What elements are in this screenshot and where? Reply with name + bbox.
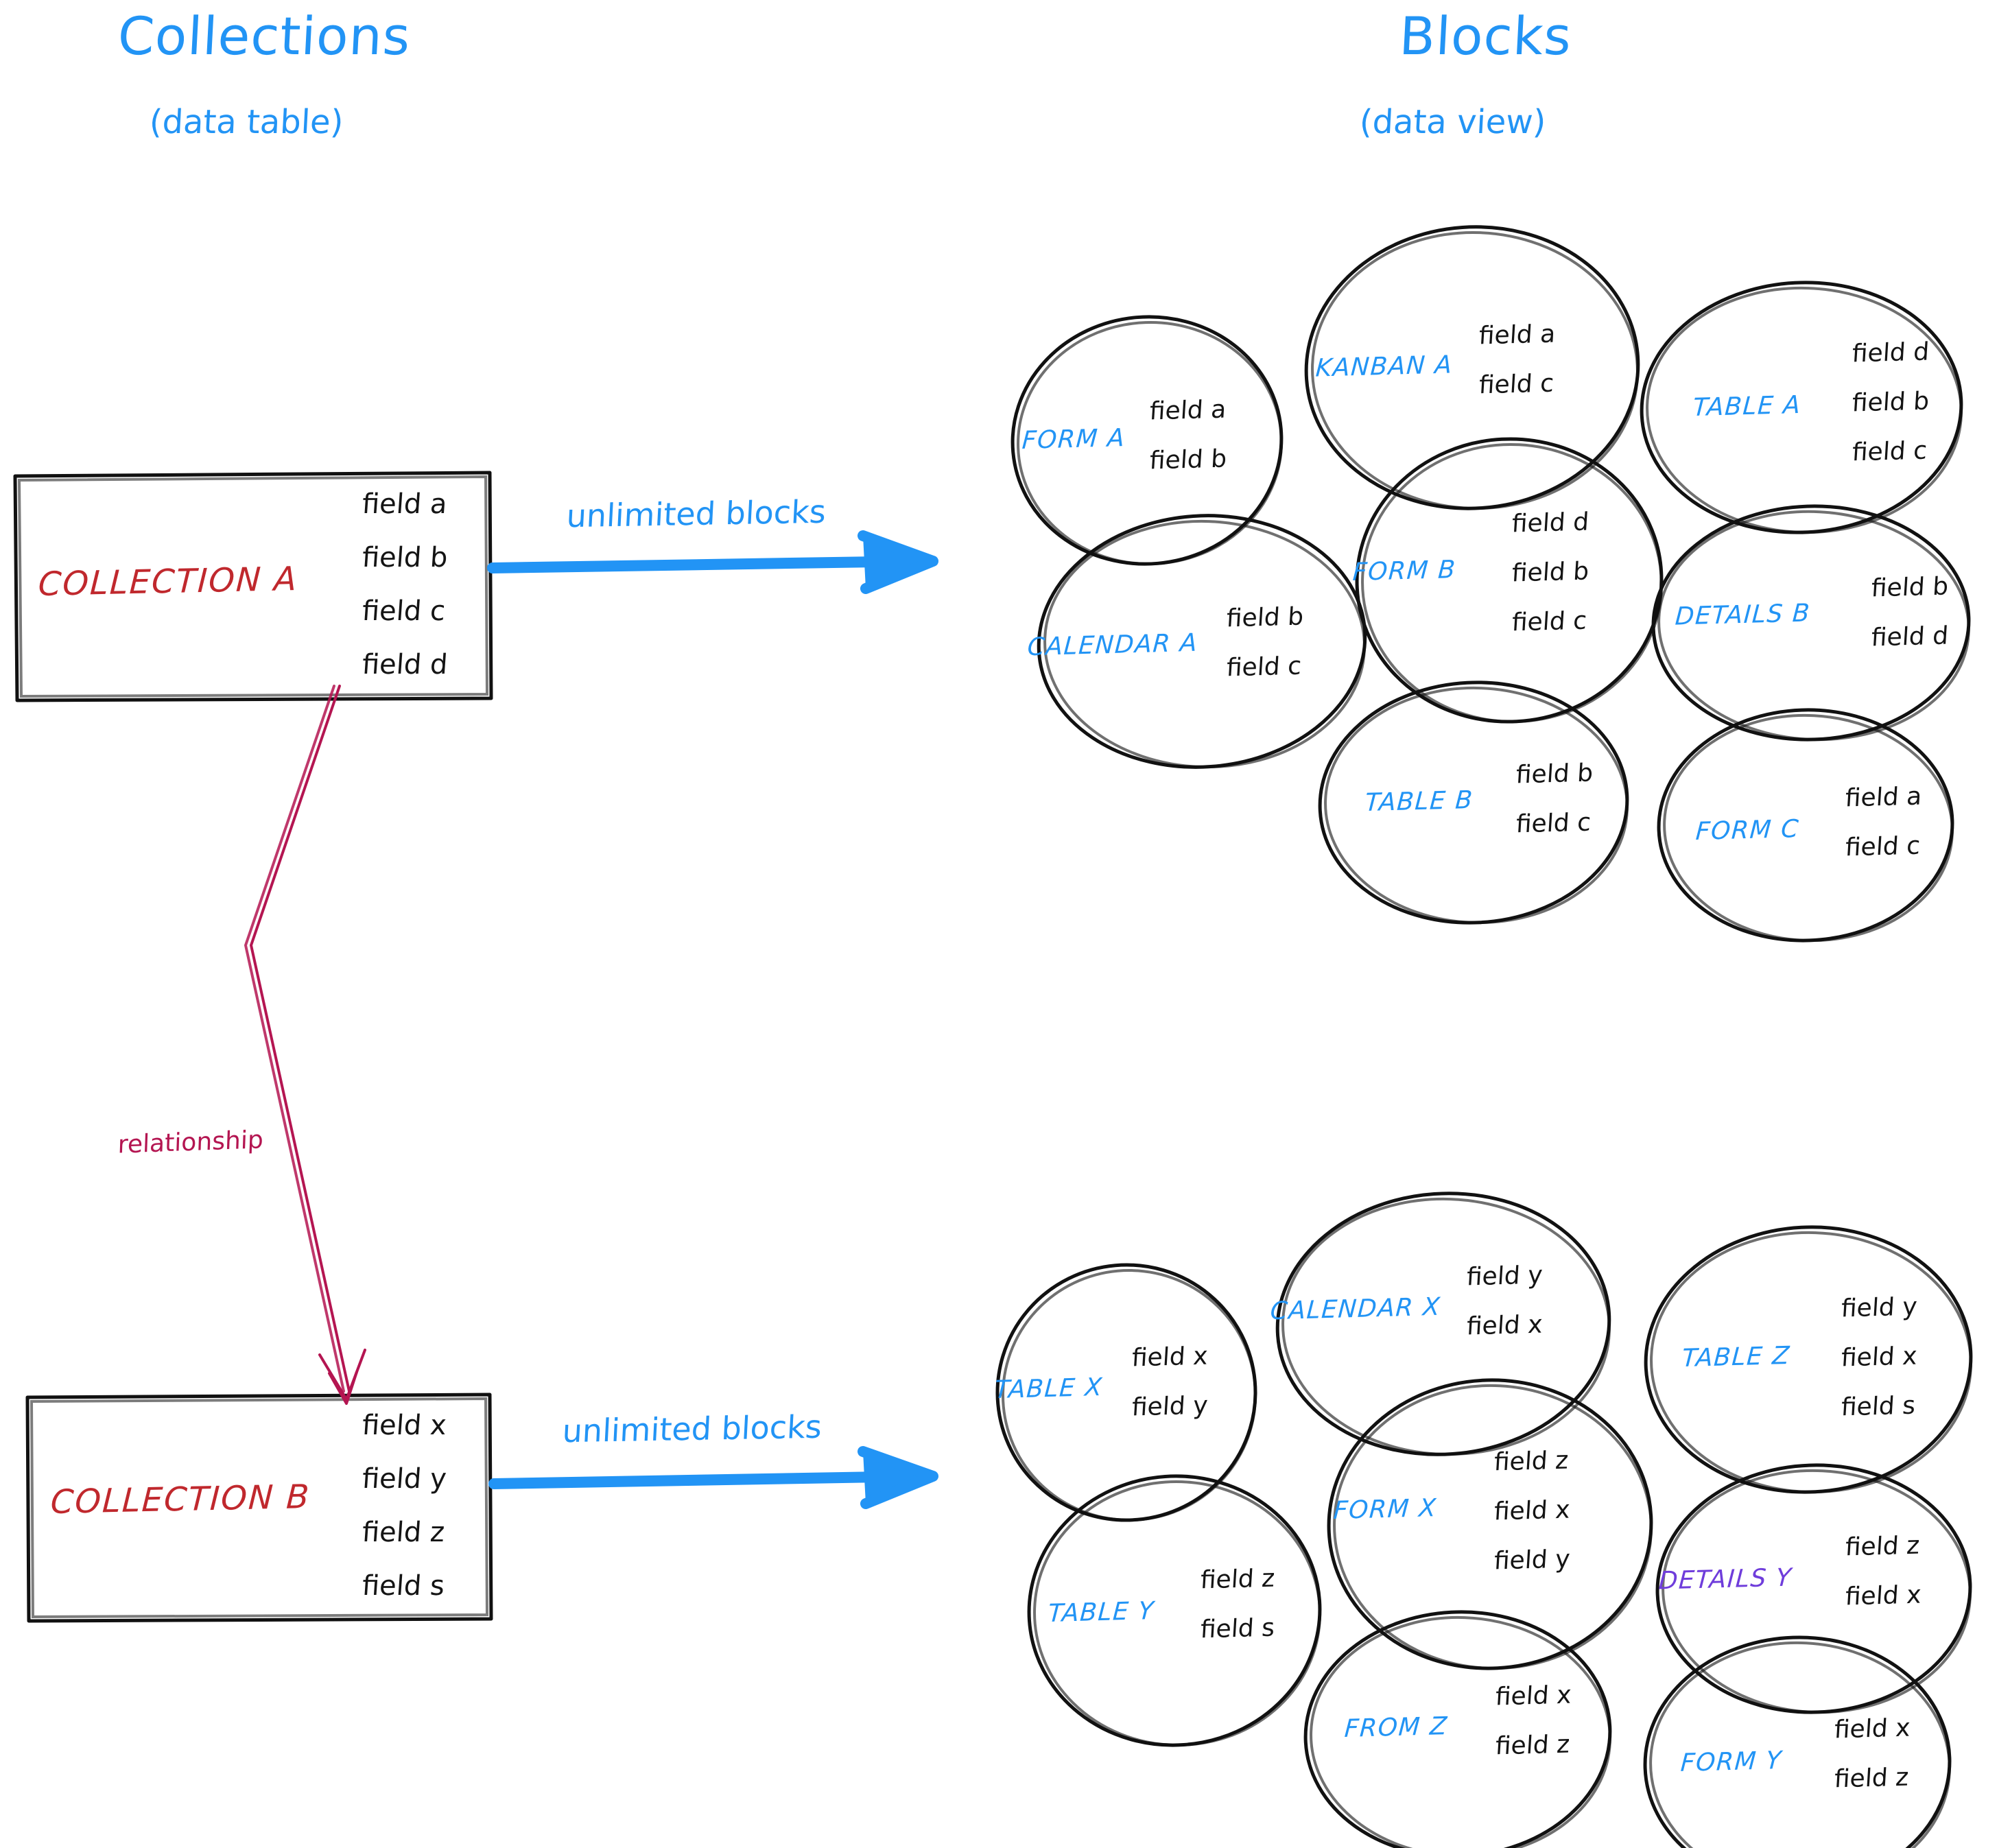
collection-a-name: COLLECTION A xyxy=(37,560,299,604)
block-kanban-a-field-1: field c xyxy=(1478,369,1555,400)
block-table-a-label: TABLE A xyxy=(1692,390,1802,423)
block-form-y-field-0: field x xyxy=(1833,1714,1911,1744)
collection-b-field-3: field s xyxy=(361,1570,446,1602)
collection-a-field-1: field b xyxy=(361,542,449,573)
block-table-b-field-0: field b xyxy=(1515,759,1594,790)
block-kanban-a-field-0: field a xyxy=(1478,320,1557,351)
collection-a-field-0: field a xyxy=(361,488,449,520)
block-form-c-label: FORM C xyxy=(1694,815,1801,846)
collection-b-field-0: field x xyxy=(361,1410,448,1441)
block-form-b-field-1: field b xyxy=(1511,557,1590,588)
block-table-y-field-0: field z xyxy=(1199,1564,1276,1595)
unlimited-blocks-arrow-top xyxy=(487,530,938,594)
block-ellipses-top xyxy=(1010,225,1971,943)
page-title-blocks: Blocks xyxy=(1397,5,1574,67)
collection-a-field-3: field d xyxy=(361,649,449,680)
block-form-x-field-2: field y xyxy=(1493,1545,1571,1576)
block-table-a-field-2: field c xyxy=(1851,436,1928,467)
block-table-z-field-1: field x xyxy=(1840,1342,1918,1373)
block-table-y-field-1: field s xyxy=(1199,1613,1276,1644)
block-kanban-a-label: KANBAN A xyxy=(1314,351,1454,383)
block-form-a-field-0: field a xyxy=(1148,395,1227,426)
block-table-y-label: TABLE Y xyxy=(1047,1596,1156,1628)
block-details-b-field-1: field d xyxy=(1870,621,1950,652)
block-table-x-field-1: field y xyxy=(1131,1391,1209,1422)
arrow-label-unlimited-blocks-bottom: unlimited blocks xyxy=(561,1408,823,1450)
block-table-b-field-1: field c xyxy=(1515,808,1592,839)
block-details-y-field-1: field x xyxy=(1844,1580,1922,1611)
block-ellipses-bottom xyxy=(995,1192,1973,1848)
relationship-label: relationship xyxy=(117,1126,264,1159)
collection-b-field-2: field z xyxy=(361,1517,446,1548)
block-calendar-x-field-0: field y xyxy=(1465,1261,1544,1292)
block-table-z-label: TABLE Z xyxy=(1681,1341,1791,1373)
block-calendar-x-label: CALENDAR X xyxy=(1269,1292,1442,1326)
block-table-z-field-2: field s xyxy=(1840,1391,1917,1422)
page-subtitle-blocks: (data view) xyxy=(1358,103,1547,141)
block-table-b-label: TABLE B xyxy=(1364,785,1474,818)
block-form-x-field-1: field x xyxy=(1493,1495,1571,1526)
block-form-x-field-0: field z xyxy=(1493,1446,1570,1477)
collection-b-name: COLLECTION B xyxy=(49,1478,311,1521)
relationship-connector xyxy=(244,685,366,1405)
collection-b-box-shape xyxy=(25,1393,493,1623)
unlimited-blocks-arrow-bottom xyxy=(488,1446,938,1509)
block-form-y-label: FORM Y xyxy=(1679,1746,1783,1777)
block-form-b-field-0: field d xyxy=(1511,508,1590,538)
block-form-y-field-1: field z xyxy=(1833,1763,1910,1794)
block-form-a-label: FORM A xyxy=(1021,424,1126,455)
block-from-z-label: FROM Z xyxy=(1343,1712,1449,1743)
block-form-a-field-1: field b xyxy=(1148,445,1228,475)
collection-b-field-1: field y xyxy=(361,1463,448,1495)
block-details-b-label: DETAILS B xyxy=(1674,599,1812,631)
block-calendar-a-field-1: field c xyxy=(1225,652,1303,683)
block-table-x-label: TABLE X xyxy=(993,1373,1104,1405)
block-form-b-field-2: field c xyxy=(1511,606,1588,637)
block-from-z-field-1: field z xyxy=(1494,1730,1571,1761)
block-calendar-x-field-1: field x xyxy=(1465,1310,1544,1341)
block-form-c-field-1: field c xyxy=(1844,831,1922,862)
arrow-label-unlimited-blocks-top: unlimited blocks xyxy=(565,493,827,535)
page-title-collections: Collections xyxy=(116,5,412,67)
block-calendar-a-label: CALENDAR A xyxy=(1026,628,1199,662)
collection-a-field-2: field c xyxy=(361,595,447,627)
collection-a-box-shape xyxy=(13,471,493,702)
block-details-y-label: DETAILS Y xyxy=(1657,1563,1793,1596)
block-form-b-label: FORM B xyxy=(1351,556,1457,587)
block-table-a-field-0: field d xyxy=(1851,337,1930,368)
block-details-y-field-0: field z xyxy=(1844,1531,1921,1562)
block-table-a-field-1: field b xyxy=(1851,387,1930,418)
block-form-x-label: FORM X xyxy=(1332,1494,1438,1525)
block-table-z-field-0: field y xyxy=(1840,1292,1918,1323)
block-details-b-field-0: field b xyxy=(1870,572,1950,603)
block-form-c-field-0: field a xyxy=(1844,782,1923,813)
block-table-x-field-0: field x xyxy=(1131,1342,1209,1373)
block-from-z-field-0: field x xyxy=(1494,1681,1572,1711)
block-calendar-a-field-0: field b xyxy=(1225,602,1305,633)
page-subtitle-collections: (data table) xyxy=(148,103,344,141)
